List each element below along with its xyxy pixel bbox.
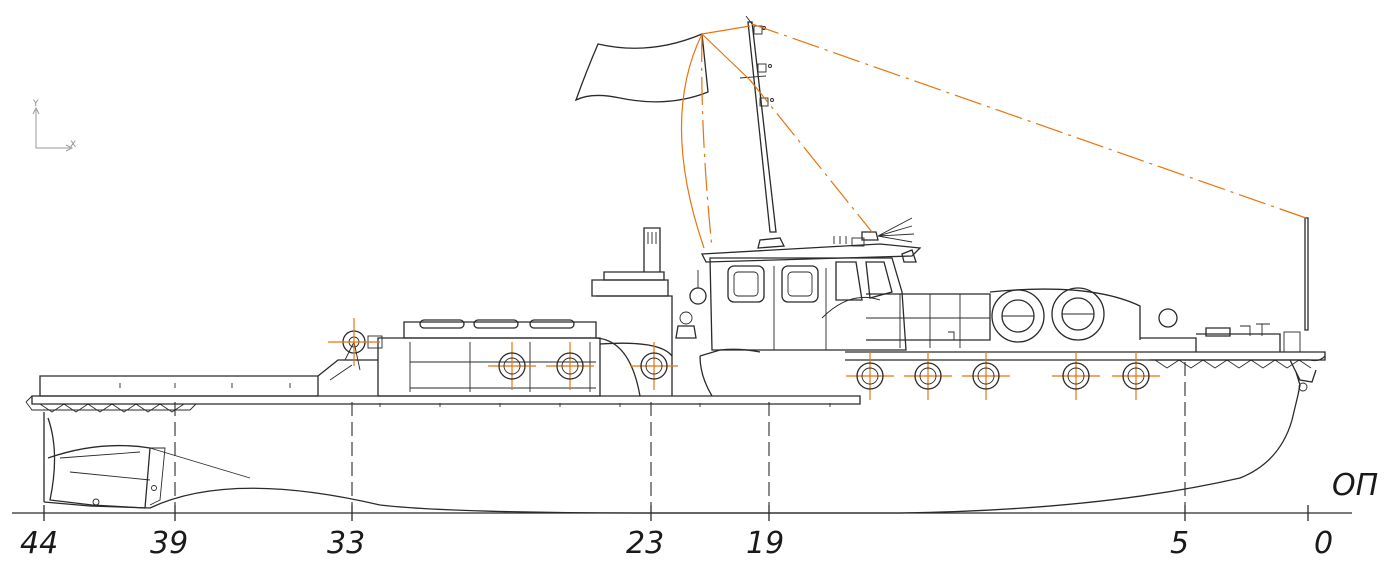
porthole-6 [962, 352, 1010, 400]
forward-deck-equipment [866, 287, 1301, 353]
frame-label-33: 33 [327, 526, 365, 561]
frame-labels: 44 39 33 23 19 5 0 ОП [20, 468, 1378, 561]
axis-y-label: Y [32, 99, 39, 109]
axis-x-label: X [70, 140, 76, 150]
flag [574, 33, 709, 103]
ucs-axis-indicator: Y X [32, 99, 76, 152]
engine-casing [591, 227, 707, 397]
frame-label-5: 5 [1170, 526, 1189, 561]
porthole-5 [904, 352, 952, 400]
baseline-label: ОП [1332, 468, 1378, 503]
portholes [328, 318, 1160, 400]
porthole-3 [630, 342, 678, 390]
porthole-1 [488, 342, 536, 390]
bow-pole [1304, 217, 1309, 331]
lifebuoy-2 [1051, 287, 1105, 341]
frame-label-39: 39 [150, 526, 188, 561]
rigging [680, 23, 1307, 249]
winch-center-mark [328, 318, 380, 366]
wheelhouse [699, 217, 922, 397]
frame-label-44: 44 [20, 526, 58, 561]
aft-deckhouse [317, 319, 601, 397]
porthole-2 [546, 342, 594, 390]
porthole-7 [1052, 352, 1100, 400]
frame-dash-lines [174, 362, 1186, 505]
frame-label-23: 23 [626, 526, 664, 561]
mast [739, 15, 777, 233]
lifebuoy-1 [991, 289, 1045, 343]
frame-label-0: 0 [1314, 526, 1333, 561]
frame-label-19: 19 [746, 526, 784, 561]
porthole-4 [846, 352, 894, 400]
porthole-8 [1112, 352, 1160, 400]
hull [25, 351, 1326, 514]
